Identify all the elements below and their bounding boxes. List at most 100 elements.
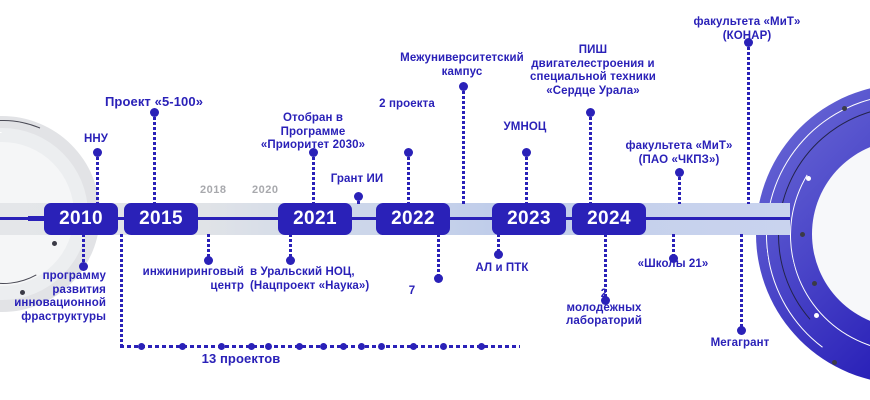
label-innovation-program: программу развития инновационной фрастру… [0, 270, 106, 324]
connector-knob-5-100 [150, 108, 159, 117]
connector-knob-al-ptk [494, 250, 503, 259]
label-chkpz-line-1: факультета «МиТ» [625, 140, 733, 152]
connector-knob-ural [286, 256, 295, 265]
label-ural-line-2: (Нацпроект «Наука») [250, 279, 370, 292]
connector-ural-noc [289, 234, 292, 262]
label-innov-line-3: инновационной [14, 297, 106, 309]
track-dot-9 [358, 343, 365, 350]
connector-knob-innov [79, 262, 88, 271]
track-dot-1 [138, 343, 145, 350]
timeline-left-stub [28, 216, 44, 221]
label-project-5-100: Проект «5-100» [88, 95, 220, 109]
year-box-2010[interactable]: 2010 [44, 203, 118, 235]
year-label-2010: 2010 [59, 208, 103, 229]
year-label-2015: 2015 [139, 208, 183, 229]
track-dot-11 [410, 343, 417, 350]
label-innov-line-4: фраструктуры [21, 310, 106, 323]
year-box-2022[interactable]: 2022 [376, 203, 450, 235]
label-ural-noc: в Уральский НОЦ, (Нацпроект «Наука») [250, 266, 410, 293]
year-label-2021: 2021 [293, 208, 337, 229]
connector-eng-center [207, 234, 210, 262]
year-label-2022: 2022 [391, 208, 435, 229]
label-megagrant: Мегагрант [692, 337, 788, 351]
connector-priority-2030 [312, 152, 315, 204]
circle-text-line-2: ун [812, 195, 870, 214]
label-faculty-mit-konar: факультета «МиТ» (КОНАР) [678, 16, 816, 43]
label-priority-line-2: Программе [280, 125, 346, 138]
circle-text-line-1: иссл [812, 176, 870, 195]
track-dot-6 [296, 343, 303, 350]
label-nnu: ННУ [66, 133, 126, 147]
connector-knob-school21 [669, 254, 678, 263]
label-thirteen-projects: 13 проектов [158, 352, 324, 366]
track-dot-10 [378, 343, 385, 350]
label-intercampus-line-1: Межуниверситетский [400, 52, 524, 64]
track-dot-4 [248, 343, 255, 350]
connector-megagrant [740, 234, 743, 332]
label-al-ptk-line-1: АЛ и ПТК [475, 262, 529, 274]
thirteen-projects-vertical-tick [120, 234, 123, 346]
connector-knob-grant-ai [354, 192, 363, 201]
label-school21: «Школы 21» [628, 258, 718, 272]
connector-knob-chkpz [675, 168, 684, 177]
label-konar-line-2: (КОНАР) [722, 29, 772, 42]
label-eng-line-1: инжиниринговый [142, 266, 244, 278]
connector-knob-youth [601, 296, 610, 305]
circle-text-line-5: Ин [812, 252, 870, 271]
connector-knob-pish [586, 108, 595, 117]
connector-seven [437, 234, 440, 280]
right-circle-text: иссл ун орие н Ин [812, 176, 870, 271]
left-arc-dot-3 [72, 299, 77, 304]
year-box-2021[interactable]: 2021 [278, 203, 352, 235]
connector-knob-campus [459, 82, 468, 91]
label-pish-line-3: специальной техники [530, 71, 656, 83]
year-box-2023[interactable]: 2023 [492, 203, 566, 235]
label-pish-line-2: двигателестроения и [531, 57, 655, 70]
track-dot-3 [218, 343, 225, 350]
connector-grant-ai [357, 196, 360, 206]
circle-text-line-4: н [812, 233, 870, 252]
connector-knob-priority [309, 148, 318, 157]
label-innov-line-1: программу [42, 270, 106, 282]
connector-mit-konar [747, 42, 750, 204]
year-box-2024[interactable]: 2024 [572, 203, 646, 235]
label-grant-ai-line-1: Грант ИИ [330, 173, 384, 185]
track-dot-2 [179, 343, 186, 350]
label-al-ptk: АЛ и ПТК [466, 262, 538, 276]
label-intercampus-line-2: кампус [441, 65, 483, 78]
label-faculty-mit-chkpz: факультета «МиТ» (ПАО «ЧКПЗ») [610, 140, 748, 167]
label-umnoc: УМНОЦ [487, 121, 563, 135]
connector-pish [589, 112, 592, 204]
label-youth-labs: 2 молодежных лабораторий [543, 288, 665, 329]
track-dot-7 [320, 343, 327, 350]
connector-knob-nnu [93, 148, 102, 157]
label-youth-line-2: молодежных [566, 301, 642, 314]
label-pish-line-4: «Сердце Урала» [546, 84, 640, 97]
right-arc-dot-3 [800, 232, 805, 237]
minor-year-2018: 2018 [200, 184, 227, 196]
connector-5-100 [153, 112, 156, 204]
connector-knob-two-proj [404, 148, 413, 157]
label-eng-line-2: центр [210, 279, 244, 292]
label-engineering-center: инжиниринговый центр [126, 266, 244, 293]
connector-innov-program [82, 234, 85, 268]
connector-knob-megagrant [737, 326, 746, 335]
year-box-2015[interactable]: 2015 [124, 203, 198, 235]
label-pish: ПИШ двигателестроения и специальной техн… [516, 44, 670, 98]
label-chkpz-line-2: (ПАО «ЧКПЗ») [638, 153, 720, 166]
year-label-2023: 2023 [507, 208, 551, 229]
track-dot-8 [340, 343, 347, 350]
connector-knob-konar [744, 38, 753, 47]
connector-youth-labs [604, 234, 607, 302]
connector-two-projects [407, 152, 410, 204]
label-innov-line-2: развития [52, 283, 106, 296]
right-arc-dot-2 [806, 176, 811, 181]
label-priority-line-1: Отобран в [282, 112, 344, 124]
label-youth-line-1: 2 [600, 288, 608, 300]
right-arc-dot-6 [832, 360, 837, 365]
label-umnoc-line-1: УМНОЦ [503, 121, 547, 133]
left-arc-dot-2 [20, 290, 25, 295]
connector-nnu [96, 152, 99, 204]
connector-school21 [672, 234, 675, 260]
